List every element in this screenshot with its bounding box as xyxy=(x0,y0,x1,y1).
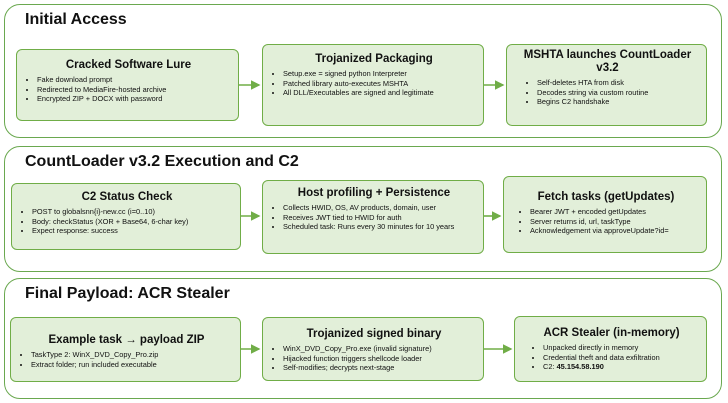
step-title: C2 Status Check xyxy=(81,191,173,203)
section-title: Final Payload: ACR Stealer xyxy=(25,285,230,302)
step-bullet: Hijacked function triggers shellcode loa… xyxy=(283,354,477,364)
step-title: Host profiling + Persistence xyxy=(297,187,451,199)
step-bullet: TaskType 2: WinX_DVD_Copy_Pro.zip xyxy=(31,350,234,360)
step-bullet: Receives JWT tied to HWID for auth xyxy=(283,213,477,223)
step-bullet: Server returns id, url, taskType xyxy=(530,217,700,227)
step-bullet: Setup.exe = signed python Interpreter xyxy=(283,69,477,79)
step-bullet: Unpacked directly in memory xyxy=(543,343,700,353)
c2-label: C2: xyxy=(543,362,557,372)
step-bullet: Credential theft and data exfiltration xyxy=(543,353,700,363)
step-title: ACR Stealer (in-memory) xyxy=(543,327,680,339)
step-bullet: Body: checkStatus (XOR + Base64, 6-char … xyxy=(32,217,234,227)
step-bullet: Patched library auto-executes MSHTA xyxy=(283,79,477,89)
step-title: Trojanized Packaging xyxy=(315,53,433,65)
step-bullet: Extract folder; run included executable xyxy=(31,360,234,370)
step-host-profiling-persistence: Host profiling + Persistence Collects HW… xyxy=(262,180,484,254)
section-title: Initial Access xyxy=(25,11,127,28)
step-bullet: Acknowledgement via approveUpdate?id= xyxy=(530,226,700,236)
step-bullet: WinX_DVD_Copy_Pro.exe (invalid signature… xyxy=(283,344,477,354)
step-bullet: Redirected to MediaFire-hosted archive xyxy=(37,85,232,95)
step-bullet: Scheduled task: Runs every 30 minutes fo… xyxy=(283,222,477,232)
step-bullet: Decodes string via custom routine xyxy=(537,88,700,98)
step-bullet: Self-deletes HTA from disk xyxy=(537,78,700,88)
step-acr-stealer-in-memory: ACR Stealer (in-memory) Unpacked directl… xyxy=(514,316,707,382)
step-cracked-software-lure: Cracked Software Lure Fake download prom… xyxy=(16,49,239,121)
step-bullet: Self-modifies; decrypts next-stage xyxy=(283,363,477,373)
step-title: Example task → payload ZIP xyxy=(48,334,205,346)
step-title: Trojanized signed binary xyxy=(306,328,442,340)
step-mshta-launches-countloader: MSHTA launches CountLoader v3.2 Self-del… xyxy=(506,44,707,126)
step-bullet: Bearer JWT + encoded getUpdates xyxy=(530,207,700,217)
step-bullet: Begins C2 handshake xyxy=(537,97,700,107)
step-bullet: Fake download prompt xyxy=(37,75,232,85)
step-c2-status-check: C2 Status Check POST to globalsnn{i}-new… xyxy=(11,183,241,250)
step-bullet: All DLL/Executables are signed and legit… xyxy=(283,88,477,98)
step-bullet: Collects HWID, OS, AV products, domain, … xyxy=(283,203,477,213)
step-bullet: Encrypted ZIP + DOCX with password xyxy=(37,94,232,104)
step-trojanized-packaging: Trojanized Packaging Setup.exe = signed … xyxy=(262,44,484,126)
step-title: Fetch tasks (getUpdates) xyxy=(537,191,675,203)
c2-ip-address: 45.154.58.190 xyxy=(556,362,604,372)
step-title: MSHTA launches CountLoader v3.2 xyxy=(523,49,692,74)
step-bullet: Expect response: success xyxy=(32,226,234,236)
step-trojanized-signed-binary: Trojanized signed binary WinX_DVD_Copy_P… xyxy=(262,317,484,381)
step-bullet-c2: C2: 45.154.58.190 xyxy=(543,362,700,372)
step-example-task-payload-zip: Example task → payload ZIP TaskType 2: W… xyxy=(10,317,241,382)
step-fetch-tasks: Fetch tasks (getUpdates) Bearer JWT + en… xyxy=(503,176,707,253)
section-title: CountLoader v3.2 Execution and C2 xyxy=(25,153,299,170)
step-title: Cracked Software Lure xyxy=(65,59,192,71)
step-bullet: POST to globalsnn{i}-new.cc (i=0..10) xyxy=(32,207,234,217)
